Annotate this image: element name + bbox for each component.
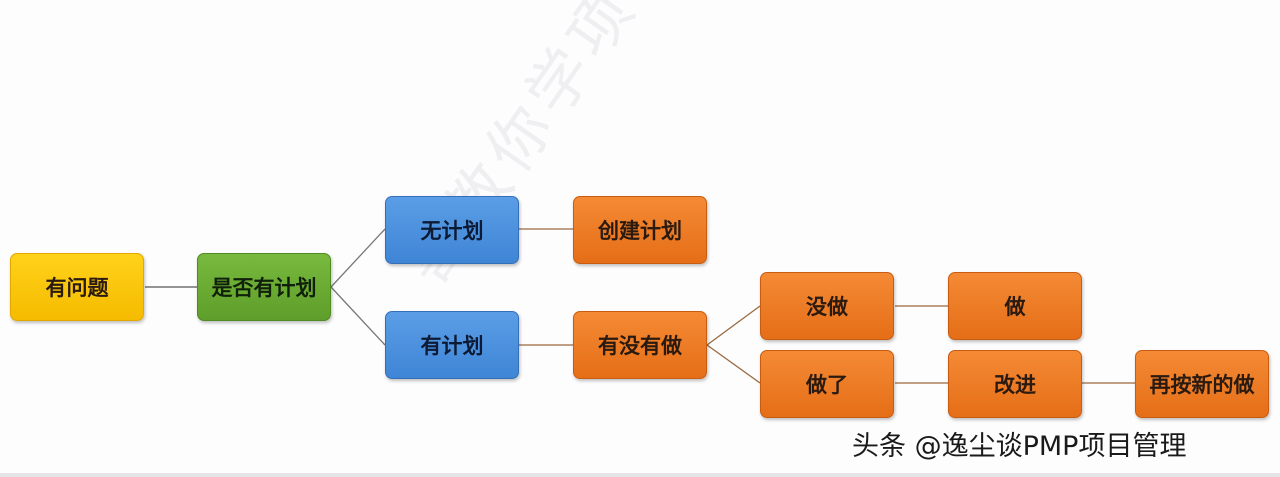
node-plan-decision: 是否有计划 [197,253,331,321]
bottom-divider [0,473,1280,477]
link-decision-noplan [330,228,386,288]
link-didit-notdone [706,305,761,346]
node-done: 做了 [760,350,894,418]
node-do: 做 [948,272,1082,340]
node-not-done: 没做 [760,272,894,340]
link-decision-hasplan [330,286,386,346]
node-did-it: 有没有做 [573,311,707,379]
node-create-plan: 创建计划 [573,196,707,264]
node-has-problem: 有问题 [10,253,144,321]
node-redo: 再按新的做 [1135,350,1269,418]
link-didit-done [706,344,761,384]
node-has-plan: 有计划 [385,311,519,379]
node-improve: 改进 [948,350,1082,418]
node-no-plan: 无计划 [385,196,519,264]
source-credit: 头条 @逸尘谈PMP项目管理 [852,431,1187,462]
